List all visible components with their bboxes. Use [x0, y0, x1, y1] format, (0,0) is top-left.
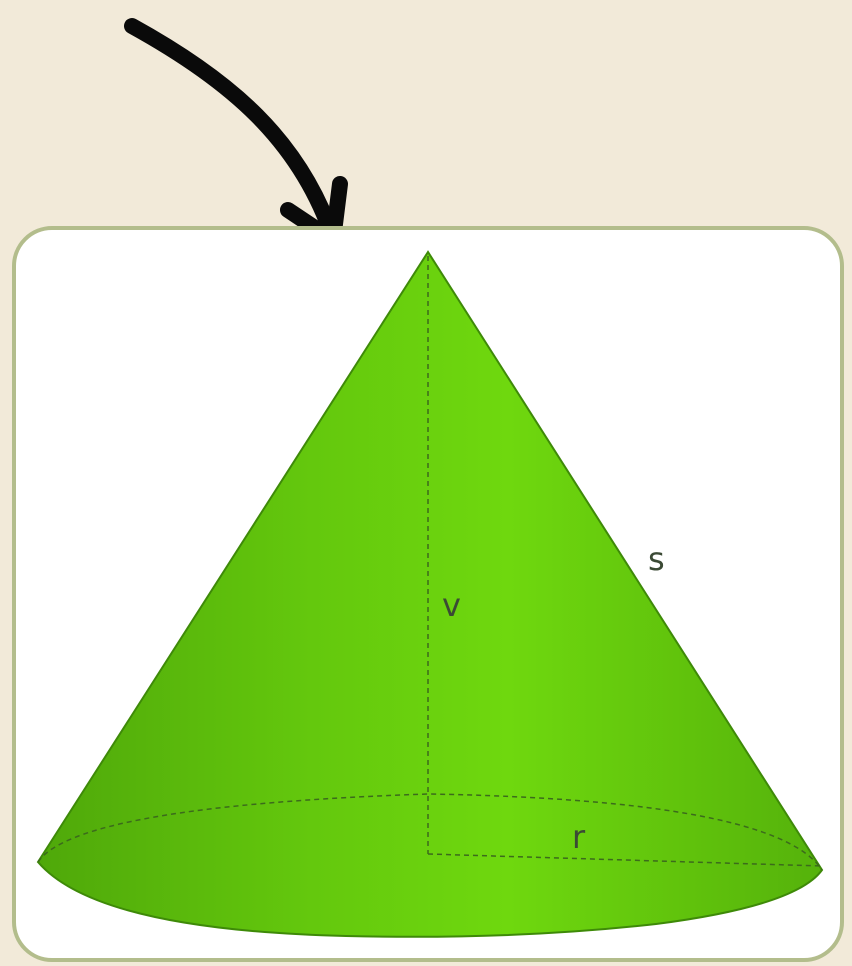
- slant-height-label: s: [648, 540, 665, 578]
- arrow-shaft: [124, 18, 341, 246]
- height-label: v: [442, 586, 461, 624]
- radius-line: [427, 853, 823, 867]
- curved-arrow-icon: [124, 18, 348, 248]
- base-hidden-edge: [37, 793, 823, 871]
- cone-body: [36, 250, 824, 938]
- cone-diagram: s v r: [36, 250, 824, 938]
- diagram-frame: s v r: [12, 226, 844, 962]
- radius-label: r: [572, 818, 586, 856]
